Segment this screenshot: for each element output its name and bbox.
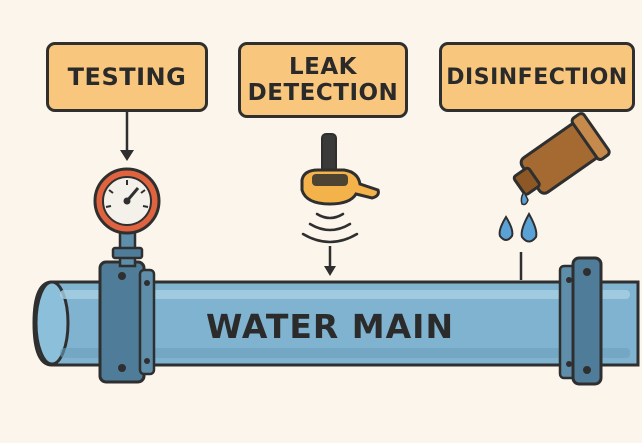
- label-testing-text: TESTING: [67, 63, 187, 91]
- label-leak-line1: LEAK: [288, 53, 357, 80]
- left-flange: [98, 260, 156, 384]
- water-drop-icon: [498, 211, 538, 243]
- sound-wave-icon: [301, 212, 359, 244]
- right-flange: [558, 256, 603, 386]
- label-leak-detection: LEAK DETECTION: [238, 42, 408, 118]
- label-testing: TESTING: [46, 42, 208, 112]
- arrow-testing: [120, 112, 134, 161]
- label-disinfection-text: DISINFECTION: [446, 64, 628, 90]
- label-disinfection: DISINFECTION: [439, 42, 635, 112]
- label-leak-line2: DETECTION: [247, 80, 399, 106]
- water-main-pipe: [32, 280, 640, 367]
- arrow-leak: [324, 246, 336, 276]
- water-main-label: WATER MAIN: [205, 306, 455, 346]
- leak-detector-icon: [300, 133, 380, 206]
- pouring-pitcher-icon: [512, 112, 611, 206]
- pressure-gauge-icon: [93, 167, 161, 268]
